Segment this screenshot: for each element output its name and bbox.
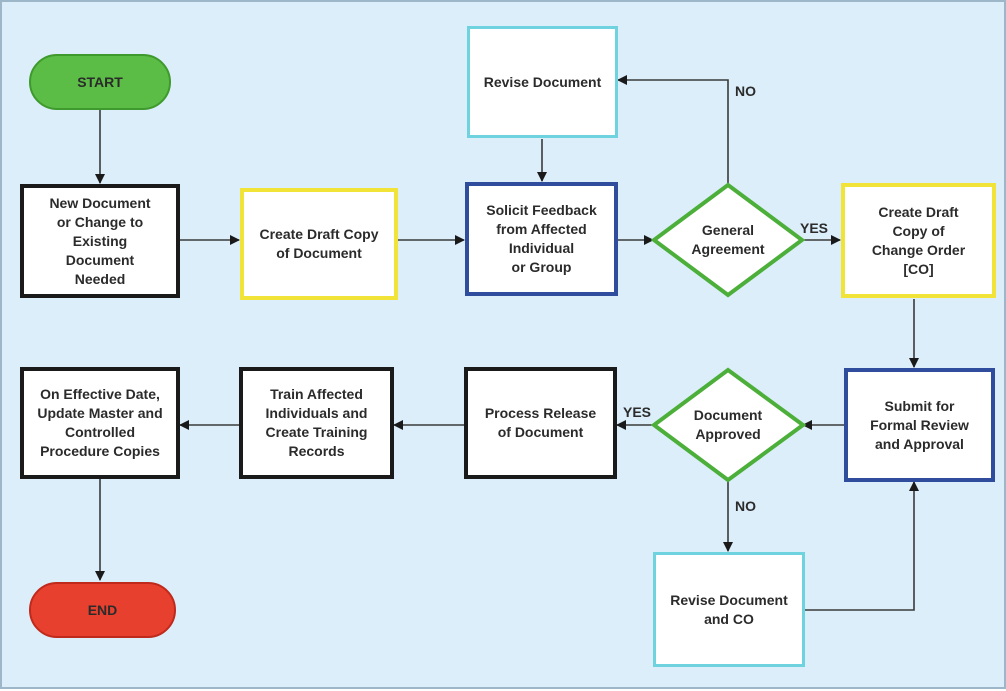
new-document-label: New Document or Change to Existing Docum… (49, 194, 151, 287)
end-label: END (87, 602, 118, 618)
document-approved-diamond (650, 367, 807, 483)
submit-review-label: Submit for Formal Review and Approval (870, 397, 969, 452)
agreement-yes-label: YES (800, 220, 829, 236)
document-approved-label: Document Approved (693, 407, 763, 442)
approved-no-label: NO (735, 498, 756, 514)
start-terminal: START (29, 54, 171, 110)
create-draft-co-label: Create Draft Copy of Change Order [CO] (871, 203, 966, 277)
solicit-feedback-box: Solicit Feedback from Affected Individua… (465, 182, 618, 296)
arrow-revise-co-to-submit (805, 481, 919, 611)
arrow-agreement-no-to-revise (617, 75, 729, 184)
general-agreement-diamond (650, 182, 806, 298)
update-master-label: On Effective Date, Update Master and Con… (37, 386, 163, 459)
approved-yes-label: YES (623, 404, 652, 420)
process-release-label: Process Release of Document (484, 405, 597, 440)
agreement-no-label: NO (735, 83, 756, 99)
update-master-box: On Effective Date, Update Master and Con… (20, 367, 180, 479)
solicit-feedback-label: Solicit Feedback from Affected Individua… (486, 202, 597, 275)
start-label: START (77, 74, 123, 90)
create-draft-co-box: Create Draft Copy of Change Order [CO] (841, 183, 996, 298)
train-individuals-label: Train Affected Individuals and Create Tr… (265, 386, 368, 459)
create-draft-copy-label: Create Draft Copy of Document (259, 226, 379, 261)
revise-document-co-box: Revise Document and CO (653, 552, 805, 667)
process-release-box: Process Release of Document (464, 367, 617, 479)
end-terminal: END (29, 582, 176, 638)
train-individuals-box: Train Affected Individuals and Create Tr… (239, 367, 394, 479)
revise-document-box: Revise Document (467, 26, 618, 138)
revise-document-co-label: Revise Document and CO (670, 591, 788, 627)
submit-review-box: Submit for Formal Review and Approval (844, 368, 995, 482)
revise-document-label: Revise Document (483, 73, 602, 90)
create-draft-copy-box: Create Draft Copy of Document (240, 188, 398, 300)
new-document-box: New Document or Change to Existing Docum… (20, 184, 180, 298)
general-agreement-label: General Agreement (691, 222, 765, 257)
